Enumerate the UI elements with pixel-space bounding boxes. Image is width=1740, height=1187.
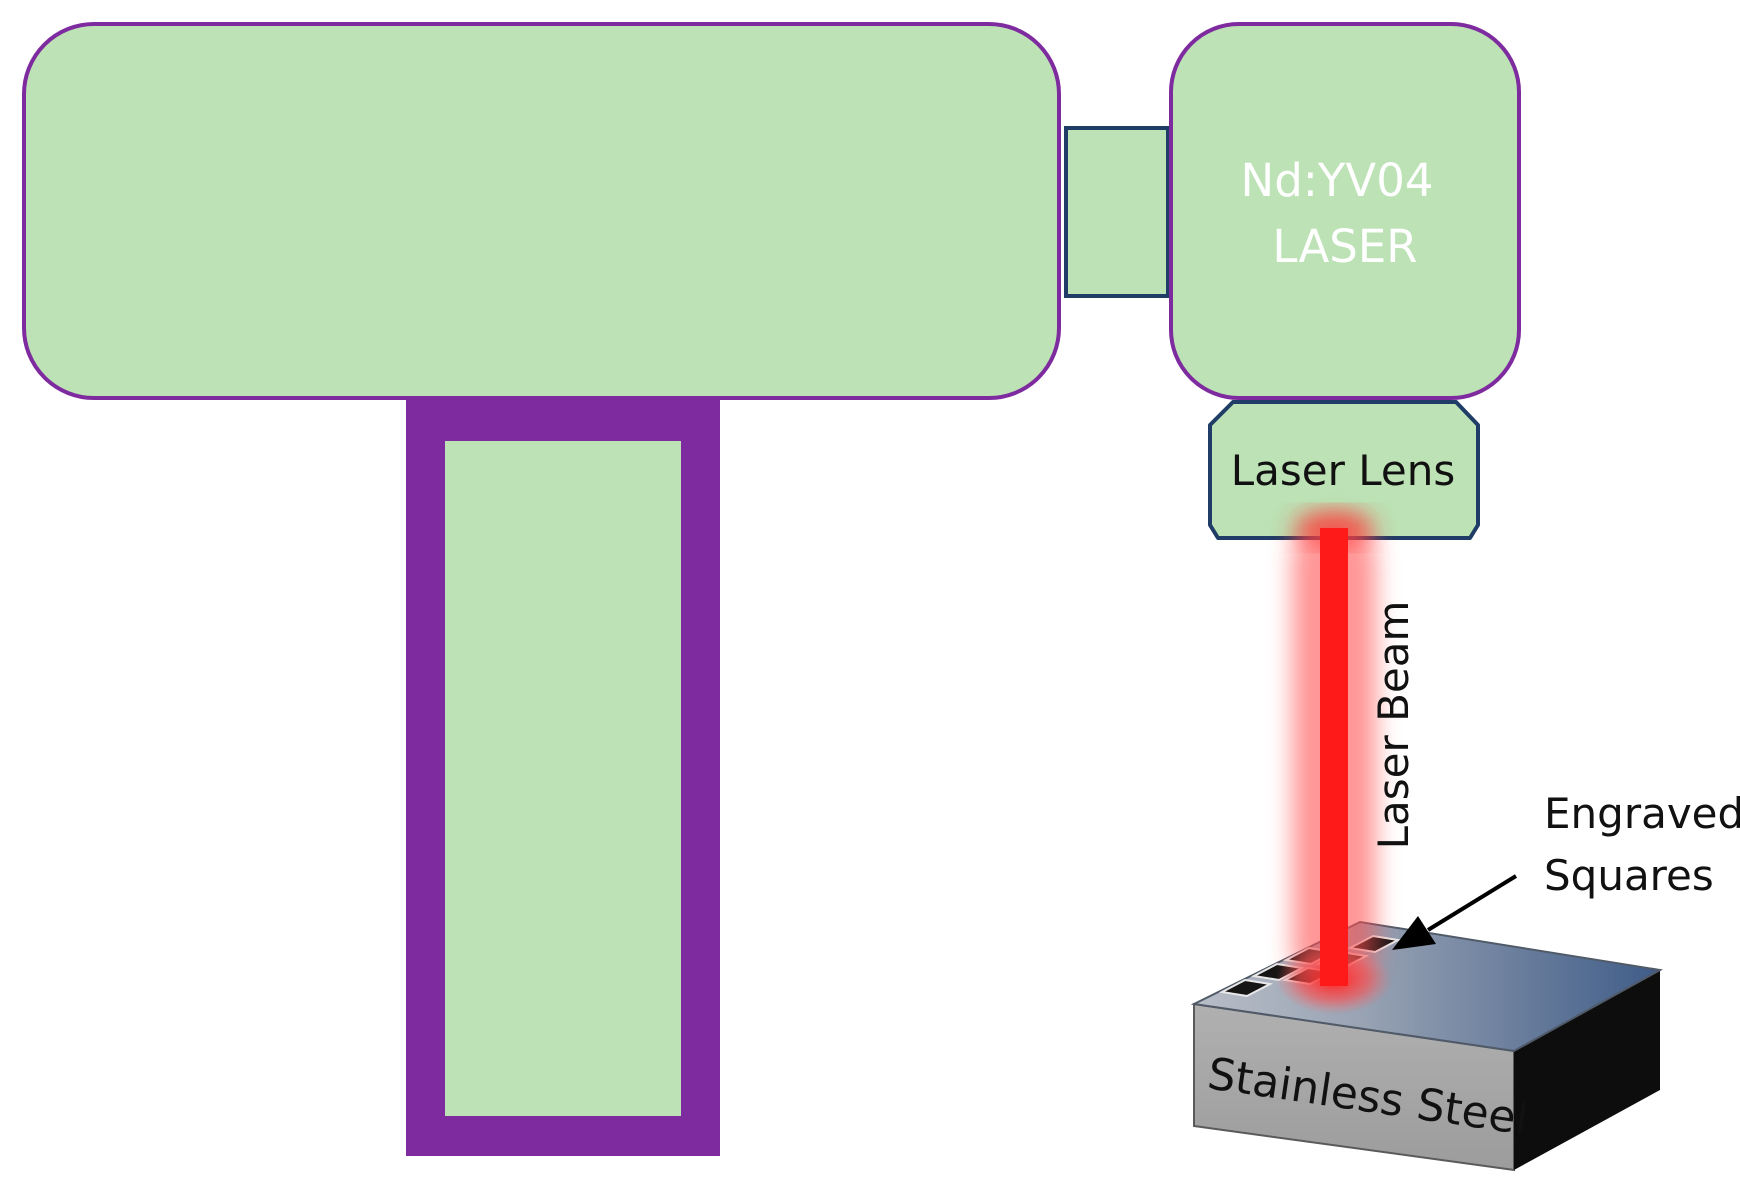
laser-lens bbox=[1208, 400, 1480, 540]
arrowhead-icon bbox=[1392, 916, 1436, 950]
support-column bbox=[445, 441, 681, 1116]
laser-beam bbox=[1320, 528, 1348, 986]
steel-block-side bbox=[1514, 970, 1660, 1170]
engraved-squares-label-line2: Squares bbox=[1544, 851, 1714, 900]
connector bbox=[1064, 126, 1170, 298]
laser-label: LASER bbox=[1272, 220, 1417, 273]
engraved-pointer-arrow bbox=[1426, 874, 1518, 932]
laser-head bbox=[1169, 22, 1521, 400]
engraved-squares-label: Engraved bbox=[1544, 789, 1740, 838]
laser-beam-label: Laser Beam bbox=[1369, 601, 1418, 850]
laser-type-label: Nd:YV04 bbox=[1241, 154, 1434, 207]
engraved-square bbox=[1218, 978, 1274, 998]
laser-lens-label: Laser Lens bbox=[1231, 446, 1455, 495]
laser-housing bbox=[22, 22, 1061, 400]
